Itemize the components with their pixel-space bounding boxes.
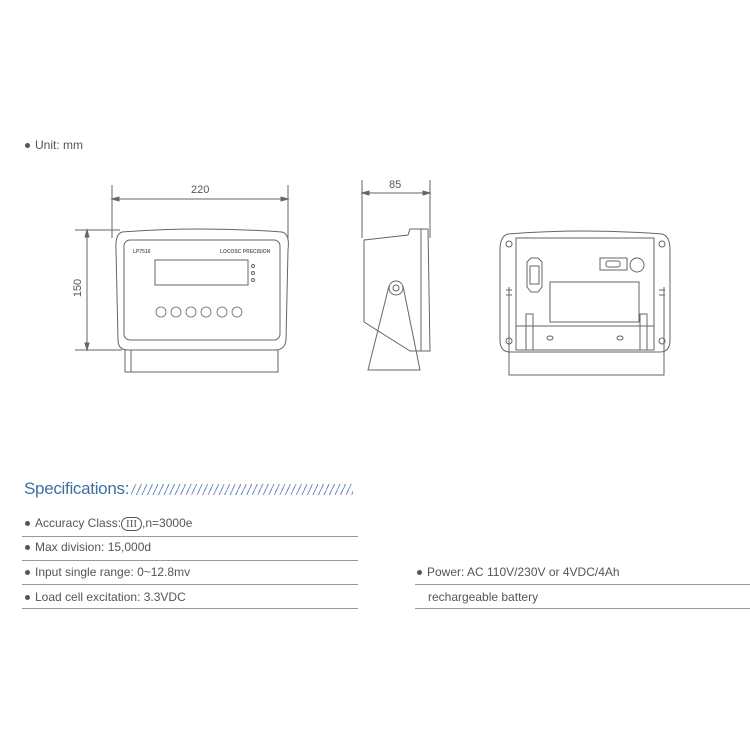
front-width-label: 220 (191, 184, 210, 196)
spec-input-range: Input single range: 0~12.8mv (25, 565, 190, 579)
divider (22, 584, 358, 585)
dimension-drawings (75, 180, 671, 376)
front-view (75, 185, 290, 373)
accuracy-class-symbol: III (121, 517, 143, 531)
unit-note: Unit: mm (25, 138, 83, 152)
spec-accuracy-class: Accuracy Class:III,n=3000e (25, 516, 192, 531)
spec-value: ,n=3000e (142, 516, 193, 530)
front-height-label: 150 (72, 278, 85, 298)
divider (22, 608, 358, 609)
spec-text: Load cell excitation: 3.3VDC (35, 590, 186, 604)
spec-text: Max division: 15,000d (35, 540, 152, 554)
bullet-icon (25, 595, 30, 601)
bullet-icon (25, 545, 30, 551)
specifications-heading: Specifications: (24, 479, 354, 499)
spec-power: Power: AC 110V/230V or 4VDC/4Ah (417, 565, 620, 579)
divider (22, 536, 358, 537)
divider (415, 584, 750, 585)
spec-text: Power: AC 110V/230V or 4VDC/4Ah (427, 565, 620, 579)
spec-title: Specifications: (24, 479, 130, 498)
bullet-icon (25, 570, 30, 576)
back-view (499, 230, 671, 376)
bullet-icon (25, 143, 30, 149)
hatch-decoration (131, 484, 354, 495)
bullet-icon (417, 570, 422, 576)
spec-power-continued: rechargeable battery (428, 590, 539, 604)
unit-note-text: Unit: mm (35, 138, 83, 152)
spec-text: Input single range: 0~12.8mv (35, 565, 191, 579)
spec-max-division: Max division: 15,000d (25, 540, 151, 554)
brand-label: LOCOSC PRECISION (220, 249, 271, 255)
side-view (360, 180, 432, 371)
spec-excitation: Load cell excitation: 3.3VDC (25, 590, 186, 604)
divider (22, 560, 358, 561)
divider (415, 608, 750, 609)
model-label: LP7516 (133, 249, 151, 255)
side-depth-label: 85 (389, 179, 402, 191)
bullet-icon (25, 521, 30, 527)
spec-label: Accuracy Class: (35, 516, 122, 530)
